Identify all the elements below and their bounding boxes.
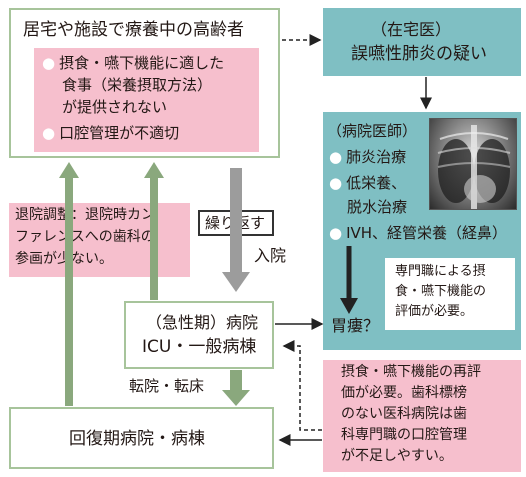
bullet-dot-icon: ● — [329, 148, 343, 166]
arrow-treatment-to-gastrostomy-head — [340, 298, 358, 314]
recovery-hospital-label: 回復期病院・病棟 — [69, 429, 205, 449]
transfer-arrow-shaft — [230, 370, 242, 392]
home-doctor-box: （在宅医） 誤嚥性肺炎の疑い — [323, 8, 521, 76]
hospital-doctor-title: （病院医師） — [327, 122, 418, 140]
bullet-dot-icon: ● — [329, 174, 343, 192]
elderly-bullet-1-line-3: が提供されない — [62, 98, 168, 116]
reevaluation-line-3: のない医科病院は歯 — [341, 406, 467, 422]
return-arrow-left-shaft — [65, 176, 73, 406]
acute-hospital-line-2: ICU・一般病棟 — [142, 337, 257, 357]
reevaluation-box: 摂食・嚥下機能の再評 価が必要。歯科標榜 のない医科病院は歯 科専門職の口腔管理… — [323, 360, 521, 472]
elderly-bullet-1-line-2: 食事（栄養摂取方法） — [62, 76, 213, 94]
return-arrow-left-head — [59, 162, 79, 178]
hospital-item-1-text: 肺炎治療 — [346, 148, 407, 166]
home-doctor-line-2: 誤嚥性肺炎の疑い — [351, 44, 487, 64]
hospital-item-3-text: IVH、経管栄養（経鼻） — [346, 224, 508, 242]
elderly-problem-panel: ●摂食・嚥下機能に適した 食事（栄養摂取方法） が提供されない ●口腔管理が不適… — [34, 48, 259, 152]
bullet-dot-icon: ● — [329, 224, 343, 242]
discharge-line-3: 参画が少ない。 — [15, 251, 113, 267]
bullet-dot-icon: ● — [42, 124, 56, 142]
return-arrow-middle-shaft — [150, 176, 158, 300]
hospital-doctor-box: （病院医師） ●肺炎治療 ●低栄養、 脱水治療 ●IVH、経管栄養（経鼻） 専門… — [323, 112, 521, 350]
admission-arrow-shaft — [230, 168, 242, 272]
elderly-bullet-1-text-1: 摂食・嚥下機能に適した — [59, 54, 225, 72]
return-arrow-middle-head — [144, 162, 164, 178]
acute-hospital-line-1: （急性期）病院 — [146, 313, 259, 332]
elderly-bullet-1-line-1: ●摂食・嚥下機能に適した — [42, 54, 224, 72]
elderly-bullet-2-text: 口腔管理が不適切 — [59, 124, 180, 142]
chest-xray-image — [429, 118, 517, 210]
acute-hospital-box: （急性期）病院 ICU・一般病棟 — [124, 301, 274, 369]
hospital-item-3: ●IVH、経管栄養（経鼻） — [329, 224, 507, 242]
evaluation-note-line-2: 食・嚥下機能の — [395, 284, 487, 299]
transfer-arrow-head — [222, 390, 250, 406]
evaluation-note-line-3: 評価が必要。 — [395, 304, 474, 319]
arrow-reevaluation-to-acute — [282, 340, 322, 431]
admission-label: 入院 — [254, 246, 287, 265]
elderly-patient-box: 居宅や施設で療養中の高齢者 ●摂食・嚥下機能に適した 食事（栄養摂取方法） が提… — [9, 8, 280, 158]
bullet-dot-icon: ● — [42, 54, 56, 72]
reevaluation-line-4: 科専門職の口腔管理 — [341, 427, 467, 443]
discharge-line-2: ファレンスへの歯科の — [15, 229, 155, 245]
gastrostomy-label: 胃瘻？ — [331, 316, 380, 335]
evaluation-note-line-1: 専門職による摂 — [395, 264, 486, 279]
xray-lungs-icon — [437, 125, 511, 209]
discharge-line-1: 退院調整：退院時カン — [15, 207, 155, 223]
hospital-item-2-text-1: 低栄養、 — [346, 174, 407, 192]
hospital-item-2-line-2: 脱水治療 — [347, 198, 408, 216]
home-doctor-line-1: （在宅医） — [371, 20, 452, 39]
reevaluation-line-1: 摂食・嚥下機能の再評 — [341, 364, 481, 380]
hospital-item-2-line-1: ●低栄養、 — [329, 174, 406, 192]
evaluation-note-panel: 専門職による摂 食・嚥下機能の 評価が必要。 — [385, 258, 515, 330]
elderly-bullet-2: ●口腔管理が不適切 — [42, 124, 179, 142]
reevaluation-line-2: 価が必要。歯科標榜 — [341, 385, 467, 401]
hospital-item-1: ●肺炎治療 — [329, 148, 406, 166]
discharge-coordination-box: 退院調整：退院時カン ファレンスへの歯科の 参画が少ない。 — [9, 203, 190, 277]
reevaluation-line-5: が不足しやすい。 — [341, 448, 453, 464]
recovery-hospital-box: 回復期病院・病棟 — [9, 407, 274, 469]
admission-arrow-head — [222, 272, 250, 292]
elderly-box-title: 居宅や施設で療養中の高齢者 — [23, 20, 244, 40]
transfer-label: 転院・転床 — [129, 377, 205, 395]
